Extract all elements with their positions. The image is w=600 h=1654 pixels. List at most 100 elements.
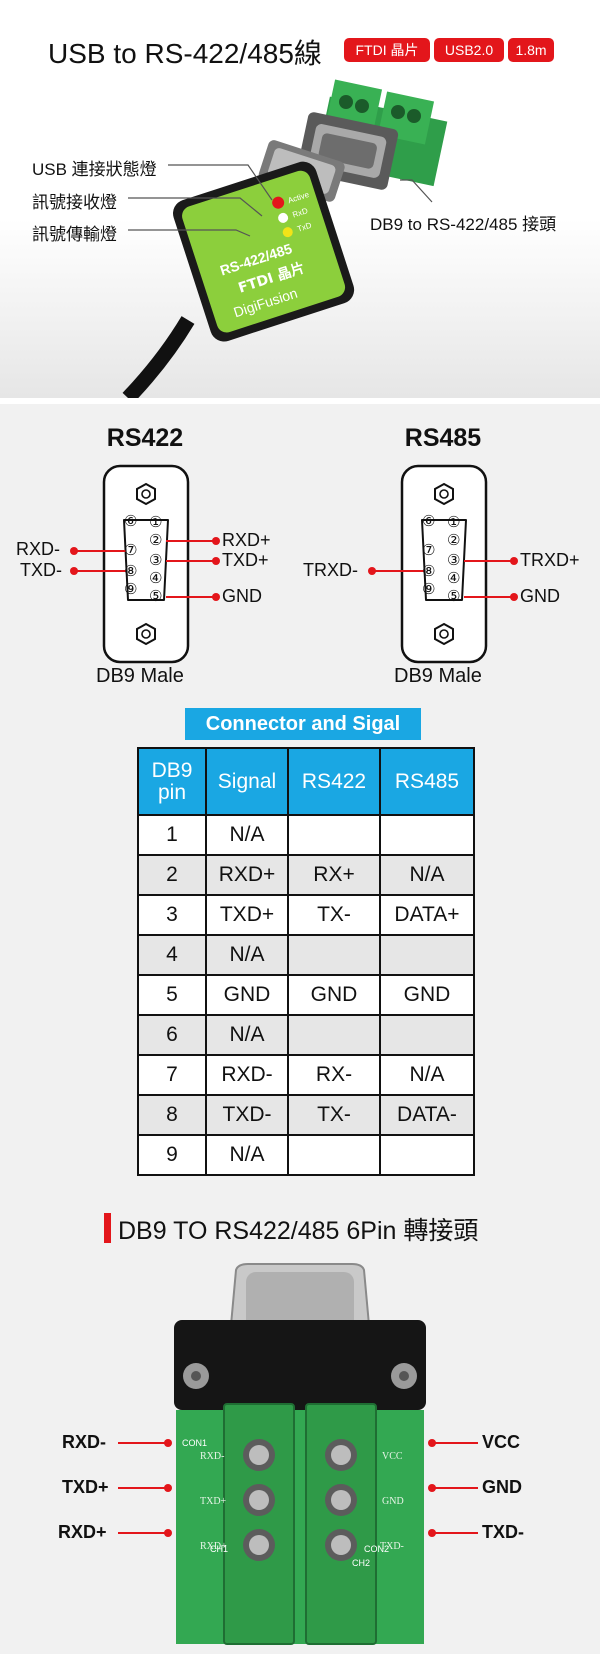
adapter-label-gnd: GND: [482, 1477, 522, 1497]
callout-db9: DB9 to RS-422/485 接頭: [370, 215, 557, 234]
table-cell: TX-: [287, 894, 381, 936]
header-db9-pin: DB9 pin: [137, 747, 207, 816]
rs422-pin-2: ②: [149, 532, 163, 549]
table-cell: TXD+: [205, 894, 289, 936]
header-rs422: RS422: [287, 747, 381, 816]
section-divider: [0, 398, 600, 404]
rs422-pin-9: ⑨: [124, 581, 138, 598]
table-cell: 4: [137, 934, 207, 976]
rs422-label-txd-minus: TXD-: [20, 560, 62, 580]
table-cell: RXD+: [205, 854, 289, 896]
table-cell: [379, 1014, 475, 1056]
table-cell: [379, 1134, 475, 1176]
pcb-ch1: CH1: [210, 1544, 228, 1554]
table-cell: DATA-: [379, 1094, 475, 1136]
table-cell: GND: [287, 974, 381, 1016]
rs485-pin-3: ③: [447, 552, 461, 569]
table-cell: 8: [137, 1094, 207, 1136]
usb-converter-device: Active RxD TxD RS-422/485 FTDI 晶片 DigiFu…: [173, 161, 355, 342]
rs485-pin-4: ④: [447, 570, 461, 587]
product-illustration: Active RxD TxD RS-422/485 FTDI 晶片 DigiFu…: [122, 79, 448, 398]
rs422-label-txd-plus: TXD+: [222, 550, 269, 570]
callout-rx-led: 訊號接收燈: [32, 193, 117, 212]
table-cell: [287, 934, 381, 976]
badge-usb: USB2.0: [434, 38, 504, 62]
table-cell: TXD-: [205, 1094, 289, 1136]
callout-line-db9: [400, 179, 433, 203]
rs422-pin-4: ④: [149, 570, 163, 587]
rs422-label-gnd: GND: [222, 586, 262, 606]
pcb-pin-txd-minus: TXD-: [380, 1541, 404, 1552]
rs485-label-trxd-minus: TRXD-: [303, 560, 358, 580]
table-cell: 5: [137, 974, 207, 1016]
rs422-pin-8: ⑧: [124, 563, 138, 580]
table-cell: 1: [137, 814, 207, 856]
rs485-pin-9: ⑨: [422, 581, 436, 598]
table-cell: RX-: [287, 1054, 381, 1096]
table-header-row: DB9 pin Signal RS422 RS485: [137, 747, 475, 816]
rs485-pin-2: ②: [447, 532, 461, 549]
rxd-led: [278, 212, 289, 223]
rs485-title: RS485: [404, 424, 482, 452]
rs422-pin-5: ⑤: [149, 588, 163, 605]
table-cell: N/A: [205, 1134, 289, 1176]
terminal-adapter-illustration: CON1 CON2 CH1 CH2 RXD- TXD+ RXD+ VCC GND…: [118, 1263, 478, 1645]
pcb-pin-txd-plus: TXD+: [200, 1496, 227, 1507]
callout-usb-led: USB 連接狀態燈: [32, 160, 157, 179]
table-cell: N/A: [205, 1014, 289, 1056]
table-cell: 3: [137, 894, 207, 936]
rs422-title: RS422: [106, 424, 184, 452]
pcb-con1: CON1: [182, 1438, 207, 1448]
rs485-db9-connector: [400, 464, 488, 664]
table-cell: RX+: [287, 854, 381, 896]
table-cell: [379, 934, 475, 976]
usb-cable: [122, 316, 195, 398]
adapter-title: DB9 TO RS422/485 6Pin 轉接頭: [118, 1217, 479, 1245]
pcb-pin-gnd: GND: [382, 1496, 404, 1507]
rs485-caption: DB9 Male: [394, 665, 482, 687]
table-cell: 7: [137, 1054, 207, 1096]
badge-chip: FTDI 晶片: [344, 38, 430, 62]
table-cell: N/A: [379, 1054, 475, 1096]
pcb-pin-rxd-plus: RXD+: [200, 1541, 227, 1552]
header-rs485: RS485: [379, 747, 475, 816]
adapter-label-txd-minus: TXD-: [482, 1522, 524, 1542]
adapter-label-rxd-minus: RXD-: [62, 1432, 106, 1452]
pcb-ch2: CH2: [352, 1558, 370, 1568]
db9-adapter-image: [297, 79, 448, 190]
table-cell: N/A: [205, 814, 289, 856]
rs485-pin-5: ⑤: [447, 588, 461, 605]
callout-tx-led: 訊號傳輸燈: [32, 225, 117, 244]
rs485-pin-7: ⑦: [422, 542, 436, 559]
table-cell: 9: [137, 1134, 207, 1176]
terminal-block-right: [305, 1403, 377, 1645]
rs422-db9-connector: [102, 464, 190, 664]
rs422-pin-1: ①: [149, 514, 163, 531]
rs485-pin-8: ⑧: [422, 563, 436, 580]
table-cell: TX-: [287, 1094, 381, 1136]
db9-pin-diagrams: [70, 464, 518, 664]
txd-led: [282, 227, 293, 238]
table-cell: GND: [379, 974, 475, 1016]
table-cell: GND: [205, 974, 289, 1016]
table-cell: [287, 814, 381, 856]
adapter-housing: [174, 1320, 426, 1410]
rs422-pin-6: ⑥: [124, 513, 138, 530]
badge-length: 1.8m: [508, 38, 554, 62]
led-txd-text: TxD: [296, 221, 313, 234]
table-cell: DATA+: [379, 894, 475, 936]
table-cell: 2: [137, 854, 207, 896]
table-cell: [287, 1014, 381, 1056]
adapter-label-txd-plus: TXD+: [62, 1477, 109, 1497]
page-title: USB to RS-422/485線: [48, 38, 322, 69]
table-title: Connector and Sigal: [185, 708, 421, 740]
rs485-pin-6: ⑥: [422, 513, 436, 530]
table-cell: 6: [137, 1014, 207, 1056]
